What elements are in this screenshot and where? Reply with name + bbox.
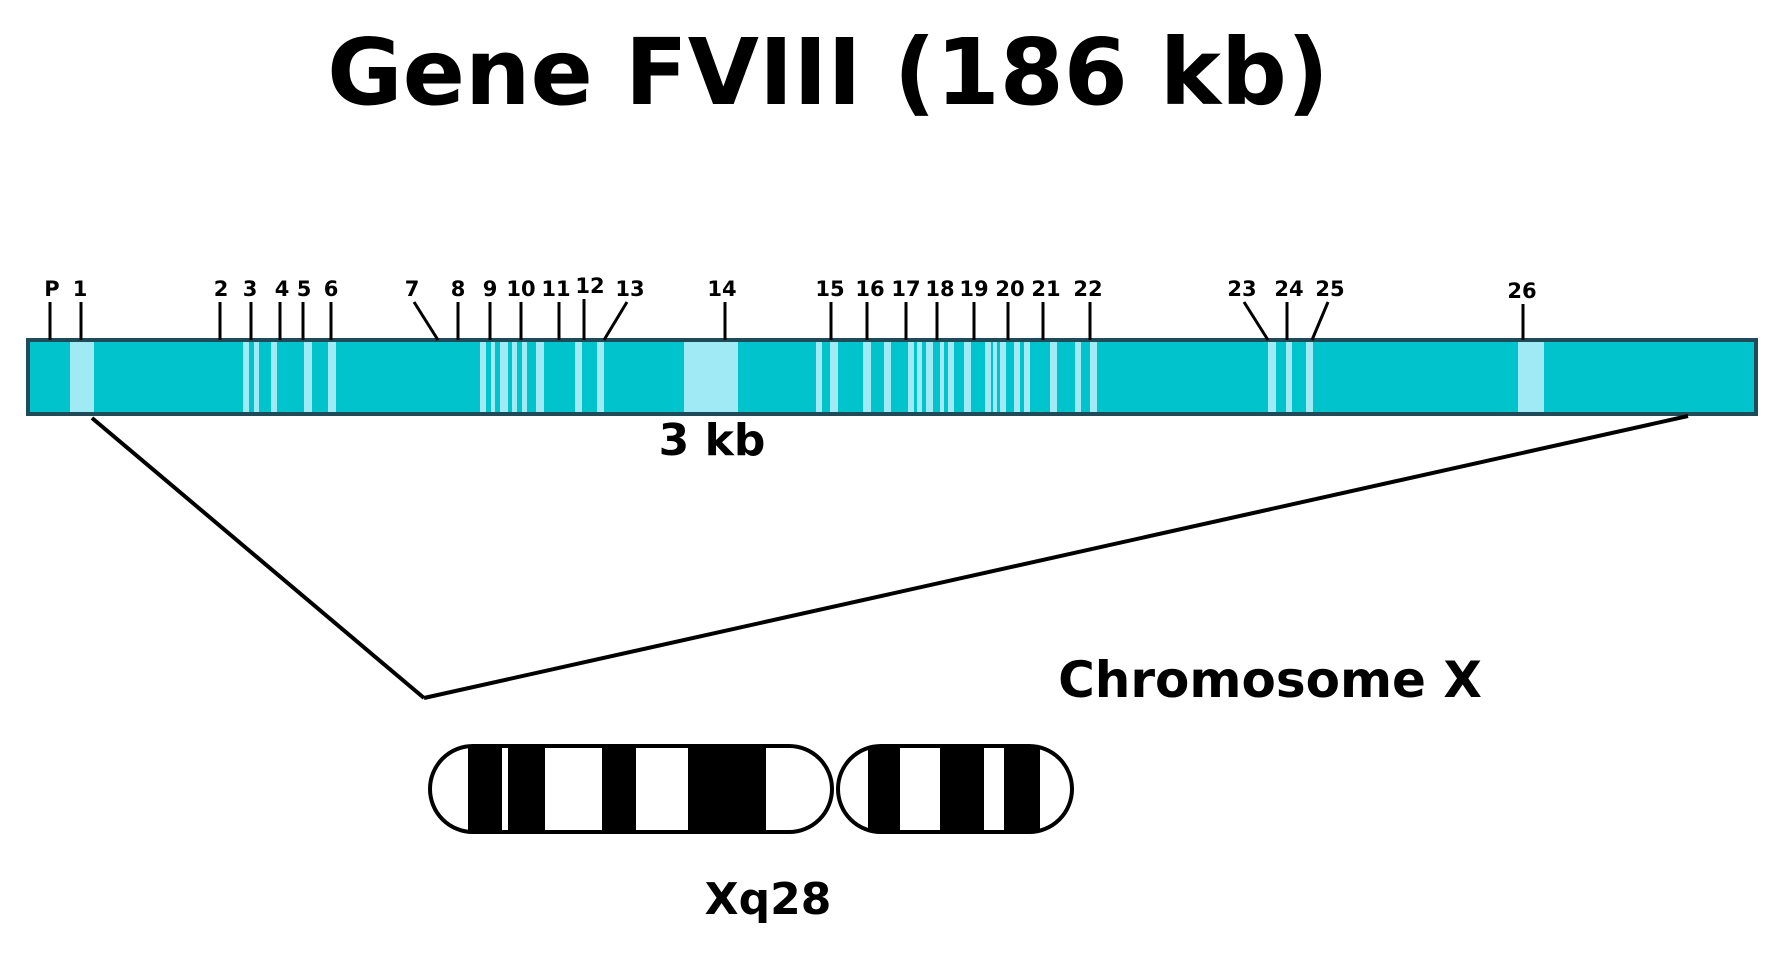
exon-stripe [1518,342,1544,412]
band-label: Xq28 [705,874,832,925]
exon-stripe [1090,342,1097,412]
exon-marker-label: 13 [615,277,644,301]
chromosome-band [602,746,636,832]
exon-stripes [70,342,1544,412]
exon-marker-label: 2 [214,277,229,301]
exon-stripe [243,342,249,412]
exon-marker-label: 23 [1227,277,1256,301]
exon-stripe [816,342,822,412]
exon-stripe [948,342,954,412]
exon-stripe [522,342,527,412]
exon-stripe [491,342,495,412]
exon-stripe [480,342,486,412]
exon-stripe [926,342,933,412]
exon-marker-label: 26 [1507,279,1536,303]
exon-stripe [1306,342,1313,412]
chromosome-short-arm [836,744,1074,834]
exon-stripe [254,342,259,412]
exon-stripe [304,342,312,412]
exon-marker-label: 7 [405,277,420,301]
exon-marker-label: 8 [451,277,466,301]
chromosome-band [468,746,502,832]
exon-stripe [940,342,944,412]
exon-stripe [500,342,508,412]
exon-marker-label: 17 [891,277,920,301]
exon-marker-tick [412,301,440,341]
exon-stripe [1000,342,1006,412]
exon-stripe [964,342,971,412]
diagram-title: Gene FVIII (186 kb) [327,19,1329,126]
exon-stripe [1050,342,1057,412]
exon-stripe [884,342,891,412]
exon-stripe [1286,342,1292,412]
exon-stripe [1014,342,1020,412]
exon-marker-label: 3 [243,277,258,301]
zoom-line-left [90,416,426,700]
exon-marker-label: 5 [297,277,312,301]
exon-stripe [985,342,991,412]
exon-marker-label: 18 [925,277,954,301]
exon-stripe [863,342,871,412]
exon-stripe [1024,342,1030,412]
exon-marker-label: 14 [707,277,736,301]
exon-marker-label: 9 [483,277,498,301]
exon-marker-tick [602,301,629,341]
exon-stripe [70,342,94,412]
exon-marker-tick [1310,301,1330,341]
chromosome-band [508,746,545,832]
exon-marker-label: 20 [995,277,1024,301]
exon-stripe [512,342,517,412]
exon-marker-label: 10 [506,277,535,301]
exon-marker-label: 24 [1274,277,1303,301]
exon-stripe [993,342,997,412]
exon-marker-label: P [44,277,59,301]
exon-stripe [1075,342,1081,412]
exon-marker-label: 25 [1315,277,1344,301]
exon-stripe [684,342,738,412]
chromosome-x [428,744,1074,834]
exon-marker-label: 22 [1073,277,1102,301]
exon-marker-label: 15 [815,277,844,301]
exon-marker-label: 21 [1031,277,1060,301]
chromosome-band [940,746,984,832]
exon-stripe [830,342,838,412]
exon-marker-label: 12 [575,274,604,298]
zoom-line-right [423,414,1689,700]
chromosome-label: Chromosome X [1058,651,1482,709]
exon-marker-label: 11 [541,277,570,301]
exon-marker-label: 6 [324,277,339,301]
exon-stripe [597,342,604,412]
chromosome-band [868,746,900,832]
exon-stripe [536,342,544,412]
exon-stripe [917,342,922,412]
gene-bar [26,338,1758,416]
exon-stripe [328,342,336,412]
exon-stripe [908,342,914,412]
chromosome-long-arm [428,744,834,834]
exon-stripe [575,342,582,412]
exon-marker-label: 1 [73,277,88,301]
exon-marker-tick [1242,301,1270,341]
scale-label: 3 kb [659,415,766,466]
chromosome-band [688,746,766,832]
exon-marker-label: 16 [855,277,884,301]
exon-stripe [1268,342,1276,412]
exon-stripe [271,342,277,412]
exon-marker-label: 4 [275,277,290,301]
exon-marker-label: 19 [959,277,988,301]
chromosome-band [1004,746,1040,832]
